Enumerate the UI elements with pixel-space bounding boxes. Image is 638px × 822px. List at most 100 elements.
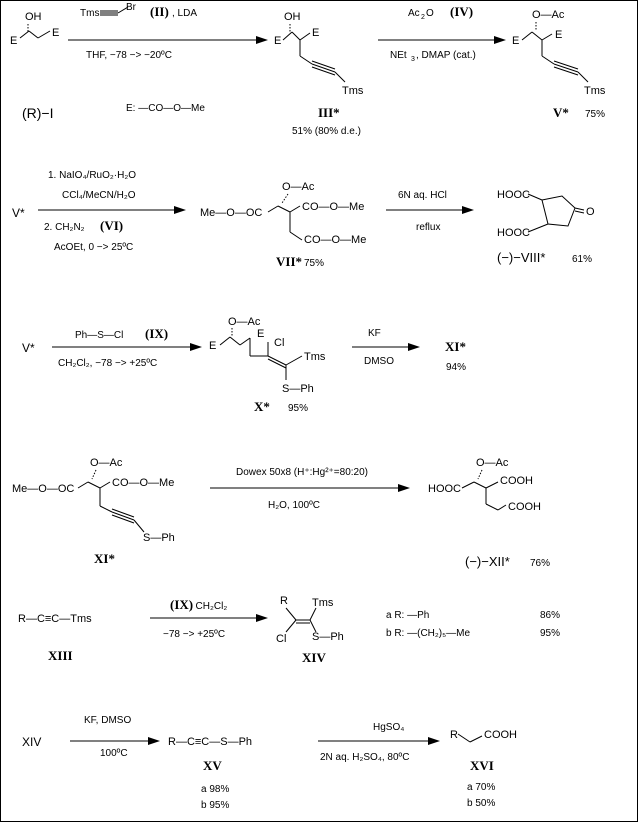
- bond: [485, 481, 499, 489]
- tms-label: Tms: [312, 597, 334, 609]
- bond: [527, 193, 543, 201]
- bond: [291, 31, 301, 41]
- label-III: III*: [318, 105, 340, 120]
- step7-reaction: Dowex 50x8 (H⁺:Hg²⁺=80:20) H₂O, 100ºC: [210, 467, 410, 511]
- cond2: reflux: [416, 222, 440, 233]
- bond: [527, 223, 549, 233]
- arrow-head: [148, 737, 160, 745]
- reagent-br: Br: [126, 2, 137, 13]
- e-left: E: [209, 340, 216, 352]
- bond: [457, 733, 471, 743]
- stereo-bond: [281, 193, 289, 204]
- cond1: 6N aq. HCl: [398, 190, 447, 201]
- reagent-tag: (IX): [145, 326, 168, 341]
- bond: [541, 55, 555, 65]
- tms-label: Tms: [342, 85, 364, 97]
- reagent: HgSO₄: [373, 722, 404, 733]
- oh-label: OH: [284, 11, 301, 23]
- carbonyl-bond: [574, 210, 585, 214]
- e-definition: E: —CO—O—Me: [126, 103, 205, 114]
- compound-XV: R—C≡C—S—Ph XV a 98% b 95%: [168, 736, 252, 811]
- bond: [285, 619, 297, 633]
- step6-reaction: KF DMSO XI* 94%: [352, 328, 466, 373]
- arrow-head: [494, 36, 506, 44]
- bond: [19, 30, 30, 39]
- double-bond: [267, 358, 287, 369]
- bond: [229, 336, 241, 346]
- arrow-head: [428, 737, 440, 745]
- conditions-sub: 3: [411, 56, 415, 63]
- step8-reaction: (IX) , CH₂Cl₂ −78 −> +25ºC: [150, 597, 268, 640]
- yield-VII: 75%: [304, 258, 324, 269]
- bond: [461, 481, 475, 489]
- hooc2-label: HOOC: [497, 227, 530, 239]
- yield-a: a 70%: [467, 782, 495, 793]
- reagent-sub: 2: [421, 14, 425, 21]
- cond1: 1. NaIO₄/RuO₂·H₂O: [48, 170, 136, 181]
- oac-label: O—Ac: [228, 316, 261, 328]
- label-XVI: XVI: [470, 758, 494, 773]
- e-right: E: [555, 29, 562, 41]
- r-label: R: [450, 729, 458, 741]
- triple-bond: [553, 60, 579, 70]
- reagent-tms: Tms: [80, 8, 99, 19]
- arrow-head: [408, 343, 420, 351]
- label-XIV: XIV: [302, 650, 326, 665]
- sph-label: S—Ph: [143, 532, 175, 544]
- bond: [282, 31, 293, 41]
- reagent: Ph—S—Cl: [75, 330, 123, 341]
- yield-VIII: 61%: [572, 254, 592, 265]
- bond: [219, 336, 231, 346]
- hooc1-label: HOOC: [497, 189, 530, 201]
- sub-a-yield: 86%: [540, 610, 560, 621]
- yield-XI: 94%: [446, 362, 466, 373]
- bond: [285, 607, 297, 621]
- triple-bond: [111, 508, 135, 518]
- reagent: KF: [368, 328, 381, 339]
- ester1-label: CO—O—Me: [302, 201, 364, 213]
- bond: [309, 619, 317, 633]
- reagent-tag: (IV): [450, 4, 473, 19]
- compound-XIV: R Tms Cl S—Ph XIV: [276, 595, 344, 665]
- cl-label: Cl: [276, 633, 286, 645]
- compound-XIII: R—C≡C—Tms XIII: [18, 613, 92, 663]
- label-XI: XI*: [94, 551, 115, 566]
- arrow-step2: Ac 2 O (IV) NEt 3 , DMAP (cat.): [378, 4, 506, 63]
- e-right: E: [312, 27, 319, 39]
- label-XII: (−)−XII*: [465, 554, 510, 569]
- sub-b: b R: —(CH₂)₅—Me: [386, 628, 470, 639]
- step9-reaction: XIV KF, DMSO 100ºC: [22, 715, 160, 759]
- carbonyl-bond: [574, 207, 585, 211]
- triple-bond: [111, 514, 135, 524]
- arrow-head: [462, 206, 474, 214]
- bond: [577, 71, 589, 83]
- step5-reaction: V* Ph—S—Cl (IX) CH₂Cl₂, −78 −> +25ºC: [22, 326, 202, 369]
- bond: [469, 735, 483, 743]
- compound-XII: HOOC O—Ac COOH COOH (−)−XII* 76%: [428, 457, 550, 569]
- sub-b-yield: 95%: [540, 628, 560, 639]
- compound-V: O—Ac E E Tms V* 75%: [512, 9, 606, 120]
- cond3: 2. CH₂N₂: [44, 222, 85, 233]
- hooc-label: HOOC: [428, 483, 461, 495]
- sph-label: S—Ph: [312, 631, 344, 643]
- meooc-label: Me—O—OC: [200, 207, 262, 219]
- label-I: (R)−I: [22, 105, 54, 121]
- bond: [87, 481, 101, 489]
- carbonyl-o: O: [586, 206, 595, 218]
- conditions: DMSO: [364, 356, 394, 367]
- lactone-ring: [541, 195, 576, 227]
- label-XIII: XIII: [48, 648, 73, 663]
- compound-VIII: HOOC HOOC O (−)−VIII* 61%: [497, 189, 595, 265]
- conditions: −78 −> +25ºC: [163, 629, 225, 640]
- compound-XI: Me—O—OC O—Ac CO—O—Me S—Ph XI*: [12, 457, 175, 566]
- stereo-bond: [91, 469, 97, 480]
- bond: [277, 205, 291, 213]
- r-label: R: [280, 595, 288, 607]
- arrow-head: [398, 484, 410, 492]
- tms-label: Tms: [304, 351, 326, 363]
- bond: [299, 55, 313, 65]
- label-V-start: V*: [22, 341, 35, 355]
- compound-XVI: R COOH XVI a 70% b 50%: [450, 729, 517, 809]
- bond: [309, 607, 317, 621]
